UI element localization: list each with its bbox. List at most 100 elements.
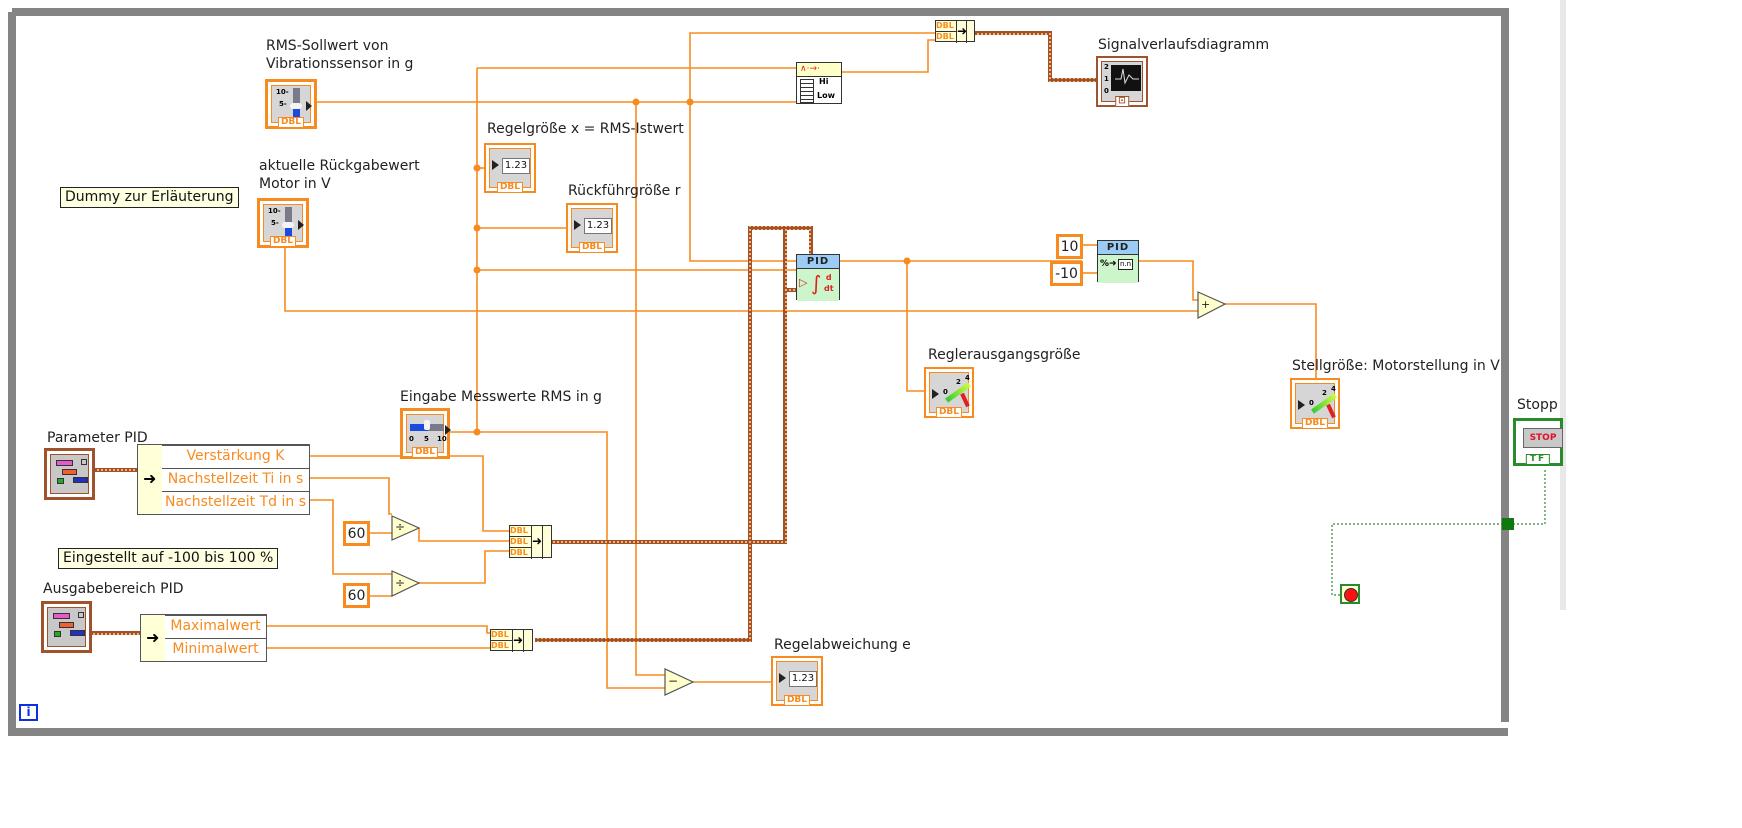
label-feedback-var: Rückführgröße r xyxy=(568,183,681,199)
constant-min-10[interactable]: -10 xyxy=(1050,261,1083,286)
gauge-tick: 4 xyxy=(1331,385,1336,393)
type-badge: DBL xyxy=(578,242,606,253)
gauge-tick: 2 xyxy=(956,378,961,386)
cluster-icon-element xyxy=(70,630,85,636)
constant-max-10[interactable]: 10 xyxy=(1056,234,1083,259)
slider-tick: 10- xyxy=(276,88,289,96)
slider-tick: 0 xyxy=(409,435,414,443)
gauge-needle-icon xyxy=(1326,403,1336,419)
wire-junctions xyxy=(473,98,911,436)
peak-icon: ∧·→· xyxy=(797,63,841,77)
field-td[interactable]: Nachstellzeit Td in s xyxy=(162,491,309,514)
gauge-tick: 4 xyxy=(965,374,970,382)
numeric-icon: n.n xyxy=(1118,259,1134,270)
type-badge: DBL xyxy=(269,236,297,247)
comment-range-note: Eingestellt auf -100 bis 100 % xyxy=(58,548,279,569)
cluster-wires xyxy=(92,31,1097,642)
bundle-arrow-icon: ➜ xyxy=(957,24,968,38)
input-terminal-icon xyxy=(492,160,499,170)
type-badge: DBL xyxy=(783,695,811,706)
field-ti[interactable]: Nachstellzeit Ti in s xyxy=(162,468,309,491)
while-loop[interactable] xyxy=(8,8,1509,736)
cluster-icon-element xyxy=(56,460,73,466)
stop-button-terminal[interactable]: STOP TF xyxy=(1513,418,1563,466)
rms-setpoint-control[interactable]: 10- 5- DBL xyxy=(265,79,317,129)
pid-params-control[interactable] xyxy=(44,448,95,500)
loop-condition-tunnel xyxy=(1502,518,1514,530)
numeric-display: 1.23 xyxy=(502,158,530,174)
field-max[interactable]: Maximalwert xyxy=(165,615,266,638)
bundle-output-range[interactable]: DBL DBL ➜ xyxy=(490,629,533,652)
feedback-var-indicator[interactable]: 1.23 DBL xyxy=(566,203,618,253)
divide-node-ti[interactable] xyxy=(391,515,421,541)
gain-icon: ▷ xyxy=(799,276,808,289)
bundle-chart[interactable]: DBL DBL ➜ xyxy=(935,20,975,43)
add-node[interactable] xyxy=(1197,291,1227,319)
type-badge: DBL xyxy=(496,182,524,193)
output-range-control[interactable] xyxy=(41,601,92,653)
pid-header: PID xyxy=(1098,241,1138,255)
gauge-needle-icon xyxy=(960,392,970,408)
output-terminal-icon xyxy=(306,101,312,111)
label-control-error: Regelabweichung e xyxy=(774,637,911,653)
type-badge: DBL xyxy=(1301,418,1329,429)
chart-screen-icon xyxy=(1111,65,1141,91)
label-motor-return-line1: aktuelle Rückgabewert xyxy=(259,158,420,174)
measurement-input-control[interactable]: 0 5 10 DBL xyxy=(400,408,451,459)
field-min[interactable]: Minimalwert xyxy=(165,638,266,661)
slider-tick: 10- xyxy=(268,207,281,215)
field-gain-k[interactable]: Verstärkung K xyxy=(162,445,309,468)
scrollbar[interactable] xyxy=(1560,0,1566,610)
unbundle-output-range[interactable]: ➜ Maximalwert Minimalwert xyxy=(140,614,267,662)
control-error-indicator[interactable]: 1.23 DBL xyxy=(771,656,823,706)
gauge-tick: 0 xyxy=(1309,399,1314,407)
unbundle-pid-params[interactable]: ➜ Verstärkung K Nachstellzeit Ti in s Na… xyxy=(137,444,310,515)
constant-60-ti[interactable]: 60 xyxy=(343,521,370,546)
slider-track-icon xyxy=(428,424,444,431)
loop-condition-terminal[interactable] xyxy=(1340,584,1360,604)
pid-output-scale-vi[interactable]: PID %➜ n.n xyxy=(1097,240,1139,283)
unbundle-arrow-icon: ➜ xyxy=(146,628,160,647)
waveform-chart-indicator[interactable]: 2 1 0 ⊡ xyxy=(1096,56,1148,107)
hi-text: Hi xyxy=(819,77,829,86)
label-rms-setpoint-line1: RMS-Sollwert von xyxy=(266,38,389,54)
label-output-range: Ausgabebereich PID xyxy=(43,581,184,597)
unbundle-arrow-icon: ➜ xyxy=(143,469,157,488)
bool-type-badge: TF xyxy=(1525,454,1551,465)
bundle-input-type: DBL xyxy=(491,630,512,641)
subtract-node[interactable] xyxy=(664,668,695,696)
output-terminal-icon xyxy=(445,425,451,435)
label-stop: Stopp xyxy=(1517,397,1558,413)
slider-thumb-icon xyxy=(424,420,430,430)
add-symbol: + xyxy=(1201,298,1211,311)
bundle-arrow-icon: ➜ xyxy=(513,633,524,647)
numeric-display: 1.23 xyxy=(789,671,817,687)
controller-output-gauge[interactable]: 0 2 4 DBL xyxy=(924,367,974,418)
label-controller-output: Reglerausgangsgröße xyxy=(928,347,1081,363)
divide-symbol: ÷ xyxy=(395,520,406,534)
input-terminal-icon xyxy=(1298,400,1305,410)
controlled-var-indicator[interactable]: 1.23 DBL xyxy=(484,143,536,193)
bundle-input-type: DBL xyxy=(936,21,956,32)
bundle-arrow-icon: ➜ xyxy=(532,534,543,548)
stop-button[interactable]: STOP xyxy=(1523,428,1563,448)
label-measurement-input: Eingabe Messwerte RMS in g xyxy=(400,389,602,405)
divide-symbol: ÷ xyxy=(395,576,406,590)
motor-return-control[interactable]: 10- 5- DBL xyxy=(257,198,309,248)
bundle-pid-gains[interactable]: DBL DBL DBL ➜ xyxy=(509,525,552,559)
type-badge: ⊡ xyxy=(1115,96,1129,107)
actuating-var-gauge[interactable]: 0 2 4 DBL xyxy=(1290,378,1340,429)
chart-tick: 1 xyxy=(1104,75,1109,83)
divide-node-td[interactable] xyxy=(391,570,421,597)
comment-dummy: Dummy zur Erläuterung xyxy=(60,187,239,208)
bool-wire xyxy=(1331,470,1546,596)
iteration-terminal[interactable]: i xyxy=(19,704,38,721)
label-controlled-var: Regelgröße x = RMS-Istwert xyxy=(487,121,684,137)
subtract-symbol: − xyxy=(668,674,679,688)
low-text: Low xyxy=(817,91,835,100)
constant-60-td[interactable]: 60 xyxy=(343,583,370,608)
peak-detector-vi[interactable]: ∧·→· Hi Low xyxy=(796,62,842,104)
bundle-input-type: DBL xyxy=(491,641,509,650)
